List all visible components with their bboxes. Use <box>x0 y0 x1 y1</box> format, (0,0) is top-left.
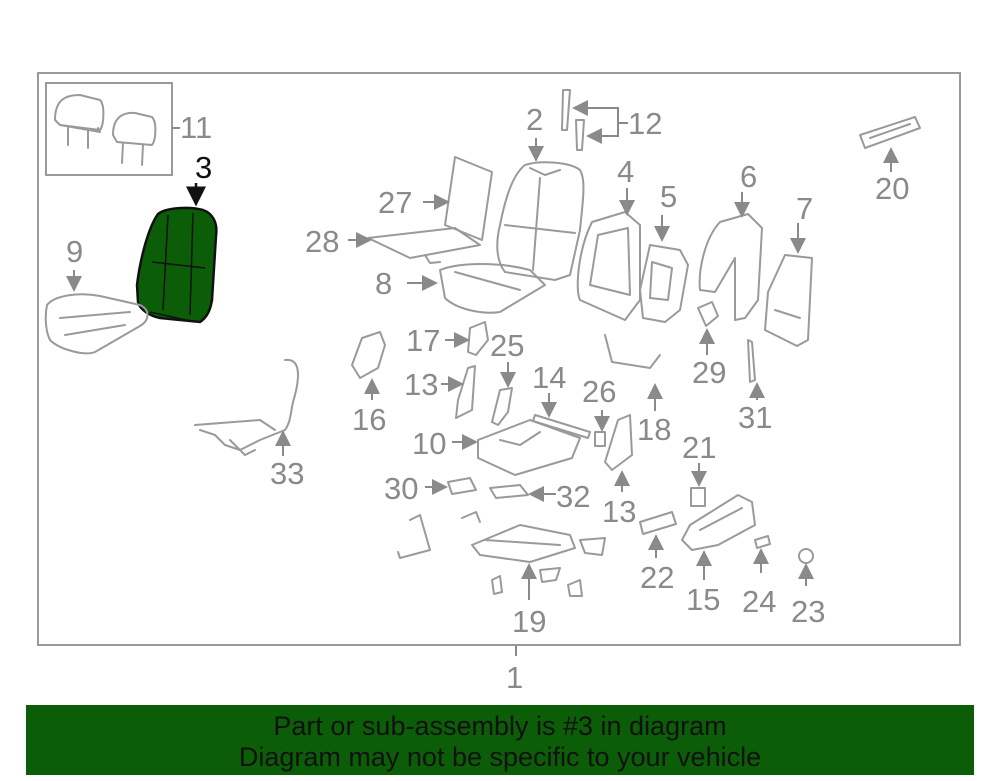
part-back-frame-4 <box>576 188 641 321</box>
callout-29: 29 <box>692 355 726 390</box>
callout-24: 24 <box>742 584 776 619</box>
callout-13a: 13 <box>404 367 438 402</box>
callout-16: 16 <box>352 402 386 437</box>
part-cushion-cover-9 <box>44 270 149 355</box>
callout-28: 28 <box>305 224 339 259</box>
callout-23: 23 <box>791 594 825 629</box>
part-recliner-5 <box>639 215 689 323</box>
callout-31: 31 <box>738 400 772 435</box>
part-15 <box>681 494 756 580</box>
callout-18: 18 <box>637 412 671 447</box>
part-20 <box>859 116 921 172</box>
callout-3: 3 <box>195 150 212 185</box>
part-17 <box>445 321 489 356</box>
part-wire-harness-33 <box>194 358 299 456</box>
callout-1: 1 <box>506 660 523 695</box>
part-10 <box>452 419 581 476</box>
callout-15: 15 <box>686 582 720 617</box>
part-seat-back-2 <box>496 138 585 281</box>
callout-11: 11 <box>180 110 212 145</box>
callout-32: 32 <box>556 479 590 514</box>
callout-4: 4 <box>617 154 634 189</box>
banner-line-2: Diagram may not be specific to your vehi… <box>238 742 762 772</box>
callout-6: 6 <box>740 159 757 194</box>
callout-25: 25 <box>490 328 524 363</box>
callout-2: 2 <box>526 102 543 137</box>
assembly-frame <box>37 72 961 646</box>
part-track-19 <box>397 511 606 600</box>
part-24 <box>753 535 771 573</box>
part-headrests-11 <box>45 82 180 176</box>
callout-19: 19 <box>512 604 546 639</box>
callout-21: 21 <box>682 430 716 465</box>
part-21 <box>690 463 707 507</box>
part-13b <box>604 414 633 492</box>
callout-10: 10 <box>412 426 446 461</box>
callout-5: 5 <box>660 179 677 214</box>
callout-14: 14 <box>532 360 566 395</box>
part-7 <box>764 223 813 347</box>
callout-8: 8 <box>375 266 392 301</box>
part-16 <box>351 331 386 400</box>
part-31 <box>747 339 765 400</box>
part-guides-12 <box>561 89 628 151</box>
part-30 <box>425 477 477 495</box>
callout-33: 33 <box>270 456 304 491</box>
callout-26: 26 <box>582 374 616 409</box>
part-13a <box>441 365 476 419</box>
callout-22: 22 <box>640 560 674 595</box>
part-23 <box>798 548 814 586</box>
callout-17: 17 <box>406 323 440 358</box>
banner-line-1: Part or sub-assembly is #3 in diagram <box>273 711 727 741</box>
callout-9: 9 <box>66 234 83 269</box>
callout-20: 20 <box>875 171 909 206</box>
part-26 <box>594 410 610 447</box>
part-cushion-8 <box>407 263 546 314</box>
callout-7: 7 <box>796 191 813 226</box>
part-22 <box>639 511 677 558</box>
part-18 <box>604 334 663 411</box>
callout-12: 12 <box>628 106 662 141</box>
part-29 <box>697 301 719 355</box>
part-32 <box>489 484 556 502</box>
callout-30: 30 <box>384 471 418 506</box>
part-14 <box>532 393 591 439</box>
info-banner: Part or sub-assembly is #3 in diagram Di… <box>26 705 974 775</box>
part-27 <box>423 156 493 241</box>
callout-13b: 13 <box>602 494 636 529</box>
part-28 <box>348 227 481 264</box>
callout-27: 27 <box>378 185 412 220</box>
part-25 <box>491 362 516 426</box>
part-seat-back-cover-3 <box>135 183 218 324</box>
part-6 <box>698 192 763 321</box>
